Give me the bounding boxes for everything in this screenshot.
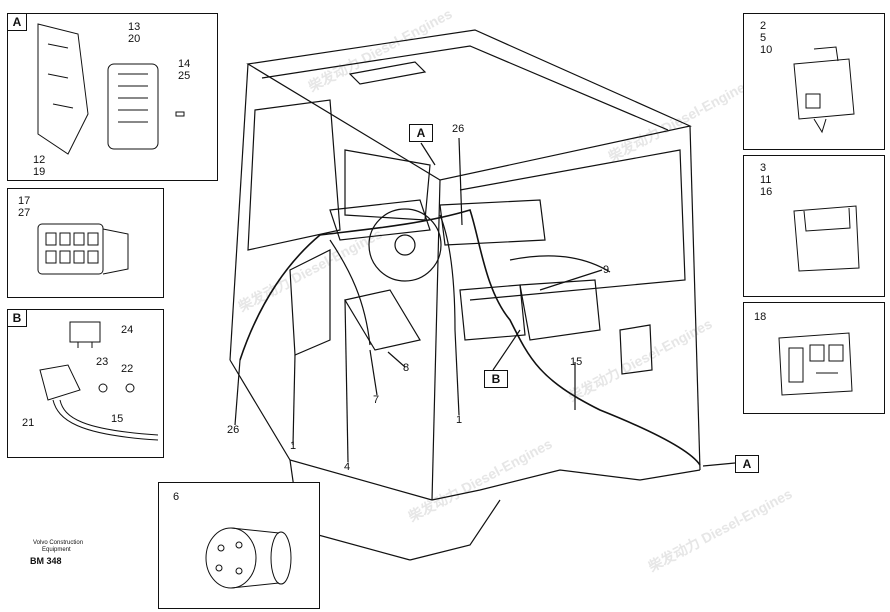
switch-assembly-drawing — [37, 23, 185, 155]
relay-bracket-drawing — [39, 321, 159, 441]
part-number: 2 5 10 — [760, 20, 773, 56]
part-number: 14 25 — [178, 58, 191, 82]
part-number: 26 — [452, 123, 465, 135]
callout-a-tag: A — [409, 124, 433, 142]
inset-3-11-16-panel: 3 11 16 — [743, 155, 885, 297]
footer-line1: Volvo Construction — [33, 540, 84, 546]
inset-18-panel: 18 — [743, 302, 885, 414]
part-number: 3 11 16 — [760, 162, 773, 198]
part-number: 15 — [570, 356, 583, 368]
part-number: 1 — [456, 414, 463, 426]
part-number: 15 — [111, 413, 124, 425]
part-number: 12 19 — [33, 154, 46, 178]
callout-a-tag: A — [735, 455, 759, 473]
part-number: 22 — [121, 363, 134, 375]
part-number: 23 — [96, 356, 109, 368]
part-number: 17 27 — [18, 195, 31, 219]
part-number: 6 — [173, 491, 180, 503]
switch-drawing — [793, 46, 855, 134]
switch-drawing — [793, 205, 860, 272]
connector-8pin-drawing — [37, 223, 129, 275]
callout-b-tag: B — [484, 370, 508, 388]
part-number: 21 — [22, 417, 35, 429]
switch-drawing — [778, 332, 853, 396]
part-number: 7 — [373, 394, 380, 406]
part-number: 9 — [603, 264, 610, 276]
part-number: 4 — [344, 461, 351, 473]
inset-a-panel: A 13 20 14 25 12 19 — [7, 13, 218, 181]
part-number: 26 — [227, 424, 240, 436]
part-number: 13 20 — [128, 21, 141, 45]
inset-6-panel: 6 — [158, 482, 320, 609]
part-number: 1 — [290, 440, 297, 452]
inset-2-5-10-panel: 2 5 10 — [743, 13, 885, 150]
inset-b-letter: B — [7, 309, 27, 327]
footer-line2: Equipment — [42, 547, 71, 553]
footer-code: BM 348 — [30, 556, 62, 566]
part-number: 24 — [121, 324, 134, 336]
part-number: 18 — [754, 311, 767, 323]
inset-a-letter: A — [7, 13, 27, 31]
inset-b-panel: B 24 23 22 21 15 — [7, 309, 164, 458]
round-connector-drawing — [205, 527, 292, 589]
inset-17-27-panel: 17 27 — [7, 188, 164, 298]
part-number: 8 — [403, 362, 410, 374]
